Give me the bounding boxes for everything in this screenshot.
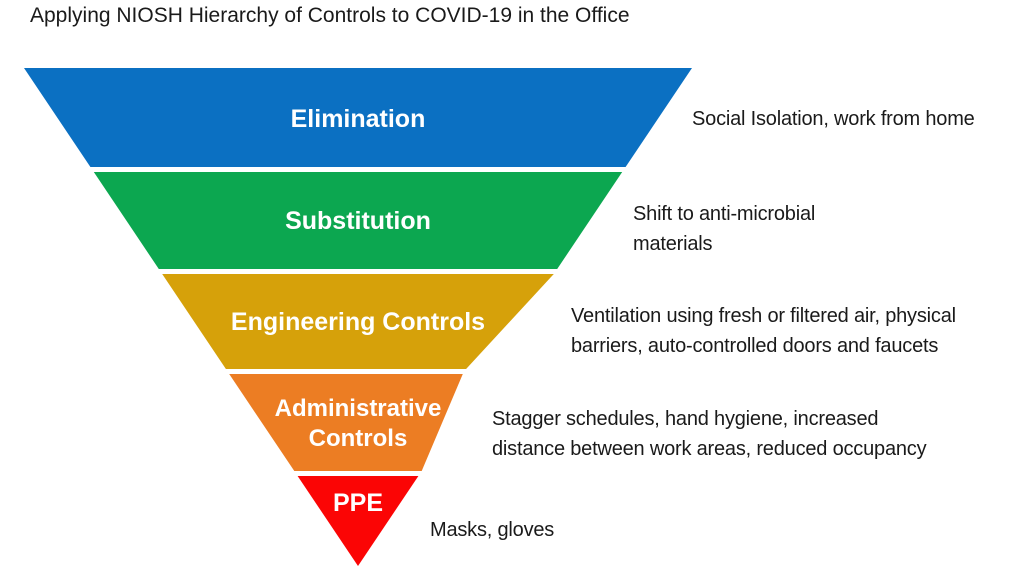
level-engineering-controls-shape [162, 274, 554, 369]
level-substitution-shape [93, 172, 623, 269]
level-elimination-shape [24, 68, 692, 167]
level-substitution-label: Substitution [285, 207, 431, 235]
annotation-elimination: Social Isolation, work from home [692, 104, 975, 134]
level-elimination-label: Elimination [291, 105, 426, 133]
annotation-ppe: Masks, gloves [430, 515, 554, 545]
annotation-line: Ventilation using fresh or filtered air,… [571, 305, 956, 327]
level-engineering-controls-label: Engineering Controls [231, 308, 485, 336]
level-ppe-shape [297, 476, 419, 566]
annotation-line: Social Isolation, work from home [692, 108, 975, 130]
annotation-engineering-controls: Ventilation using fresh or filtered air,… [571, 301, 956, 361]
level-administrative-controls-label-line1: Administrative [275, 395, 442, 422]
annotation-line: materials [633, 233, 713, 255]
annotation-line: barriers, auto-controlled doors and fauc… [571, 335, 939, 357]
diagram-title: Applying NIOSH Hierarchy of Controls to … [30, 4, 630, 27]
annotation-line: Shift to anti-microbial [633, 203, 816, 225]
annotation-administrative-controls: Stagger schedules, hand hygiene, increas… [492, 404, 927, 464]
annotation-substitution: Shift to anti-microbial materials [633, 199, 815, 259]
level-administrative-controls-shape [229, 374, 463, 471]
level-administrative-controls-label-line2: Controls [309, 425, 408, 452]
annotation-line: Masks, gloves [430, 519, 555, 541]
annotation-line: distance between work areas, reduced occ… [492, 438, 927, 460]
annotation-line: Stagger schedules, hand hygiene, increas… [492, 408, 879, 430]
level-ppe-label: PPE [333, 489, 383, 517]
